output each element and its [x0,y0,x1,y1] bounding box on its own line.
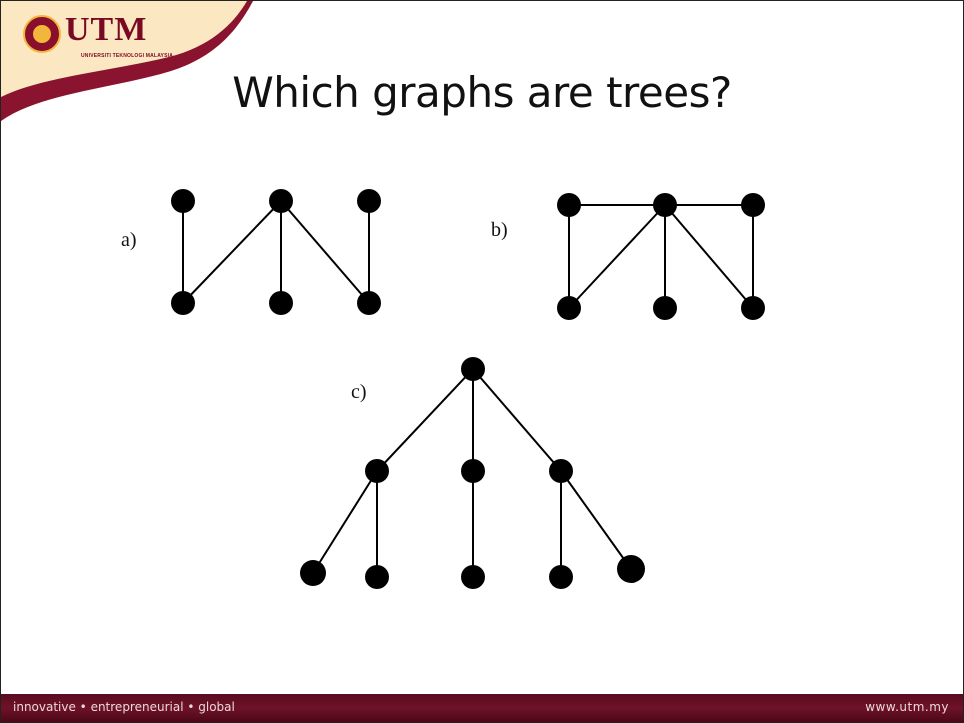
slide-title: Which graphs are trees? [232,68,732,117]
graph-b-vertices [557,193,765,320]
vertex [300,560,326,586]
vertex [365,459,389,483]
vertex [549,459,573,483]
vertex [171,291,195,315]
graph-c-vertices [300,357,645,589]
graph-c-label: c) [351,381,367,403]
graph-a-edges [182,200,370,304]
vertex [461,459,485,483]
vertex [461,565,485,589]
vertex [557,296,581,320]
graph-b-label: b) [491,219,508,241]
vertex [549,565,573,589]
graph-a-label: a) [121,229,137,251]
logo-text: UTM [65,11,148,48]
logo-subtext: UNIVERSITI TEKNOLOGI MALAYSIA [81,53,174,59]
vertex [741,296,765,320]
vertex [653,193,677,217]
vertex [365,565,389,589]
vertex [461,357,485,381]
vertex [557,193,581,217]
footer-tagline: innovative • entrepreneurial • global [13,700,235,714]
vertex [617,555,645,583]
footer-website: www.utm.my [865,700,949,714]
vertex [269,189,293,213]
vertex [171,189,195,213]
utm-emblem-icon [23,15,61,53]
logo-band: UTM UNIVERSITI TEKNOLOGI MALAYSIA [1,1,271,126]
graphs-canvas [171,189,765,589]
footer-bar: innovative • entrepreneurial • global ww… [1,694,963,722]
vertex [741,193,765,217]
graph-b-edges [568,204,754,309]
vertex [269,291,293,315]
vertex [357,189,381,213]
graph-c-edges [312,368,632,577]
vertex [357,291,381,315]
vertex [653,296,677,320]
graph-a-vertices [171,189,381,315]
header-swoosh [1,1,253,121]
